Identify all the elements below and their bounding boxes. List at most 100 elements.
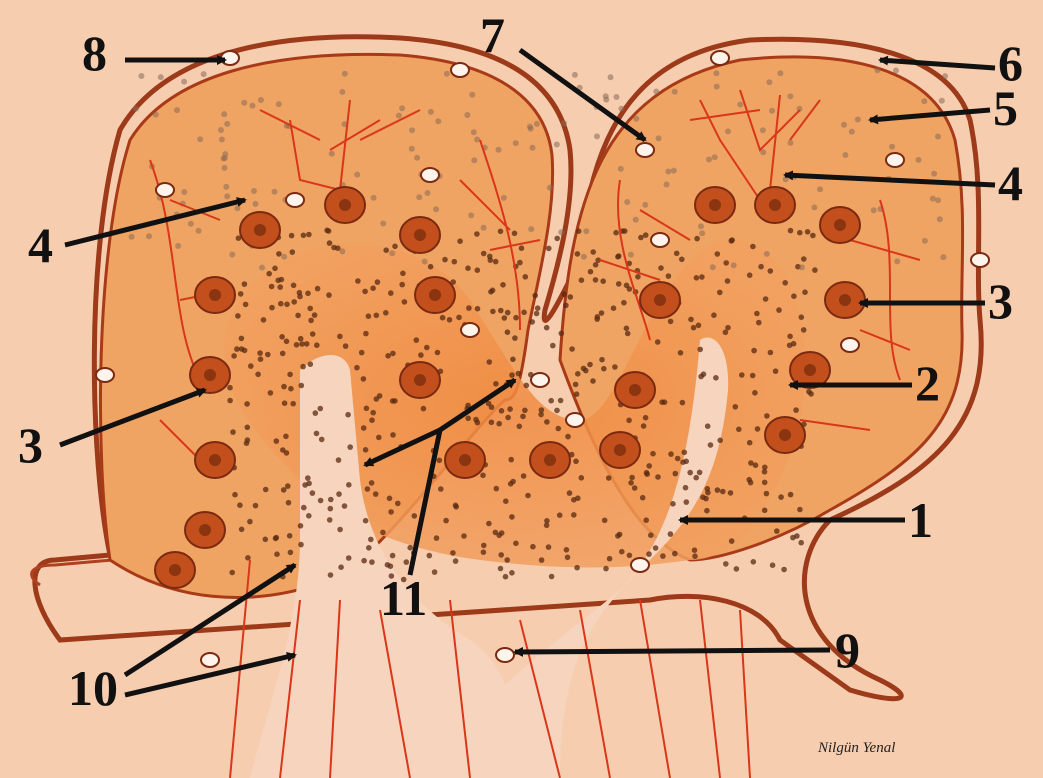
stellate-cell xyxy=(175,243,181,249)
stellate-cell xyxy=(422,259,428,265)
granule-cell xyxy=(318,406,324,412)
granule-cell xyxy=(698,374,704,380)
granule-cell xyxy=(231,353,237,359)
granule-cell xyxy=(593,277,599,283)
granule-cell xyxy=(756,320,762,326)
granule-cell xyxy=(692,553,698,559)
stellate-cell xyxy=(469,92,475,98)
stellate-cell xyxy=(942,73,948,79)
stellate-cell xyxy=(174,107,180,113)
granule-cell xyxy=(723,561,729,567)
label-7: 7 xyxy=(480,7,505,63)
granule-cell xyxy=(680,459,686,465)
stellate-cell xyxy=(633,116,639,122)
granule-cell xyxy=(493,259,499,265)
purkinje-nucleus xyxy=(654,294,666,306)
stellate-cell xyxy=(572,72,578,78)
granule-cell xyxy=(668,319,674,325)
granule-cell xyxy=(762,480,768,486)
stellate-cell xyxy=(712,154,718,160)
granule-cell xyxy=(244,401,250,407)
purkinje-nucleus xyxy=(779,429,791,441)
granule-cell xyxy=(268,390,274,396)
granule-cell xyxy=(287,372,293,378)
granule-cell xyxy=(390,398,396,404)
stellate-cell xyxy=(158,74,164,80)
stellate-cell xyxy=(731,262,737,268)
label-6: 6 xyxy=(998,35,1023,91)
granule-cell xyxy=(575,251,581,257)
granule-cell xyxy=(366,545,372,551)
granule-cell xyxy=(363,518,369,524)
granule-cell xyxy=(579,277,585,283)
stellate-cell xyxy=(940,254,946,260)
granule-cell xyxy=(453,503,459,509)
stellate-cell xyxy=(181,79,187,85)
granule-cell xyxy=(258,356,264,362)
granule-cell xyxy=(768,350,774,356)
granule-cell xyxy=(683,485,689,491)
granule-cell xyxy=(754,311,760,317)
granule-cell xyxy=(304,341,310,347)
granule-cell xyxy=(612,364,618,370)
granule-cell xyxy=(290,249,296,255)
stellate-cell xyxy=(188,221,194,227)
stellate-cell xyxy=(766,79,772,85)
granule-cell xyxy=(621,300,627,306)
granule-cell xyxy=(314,431,320,437)
granule-cell xyxy=(257,350,263,356)
granule-cell xyxy=(342,503,348,509)
granule-cell xyxy=(283,434,289,440)
vessel-section xyxy=(461,323,479,337)
stellate-cell xyxy=(561,120,567,126)
granule-cell xyxy=(539,557,545,563)
granule-cell xyxy=(421,406,427,412)
granule-cell xyxy=(632,485,638,491)
granule-cell xyxy=(590,378,596,384)
granule-cell xyxy=(338,564,344,570)
granule-cell xyxy=(388,509,394,515)
stellate-cell xyxy=(653,89,659,95)
granule-cell xyxy=(544,419,550,425)
granule-cell xyxy=(590,249,596,255)
granule-cell xyxy=(573,459,579,465)
stellate-cell xyxy=(665,169,671,175)
stellate-cell xyxy=(224,193,230,199)
granule-cell xyxy=(461,533,467,539)
granule-cell xyxy=(387,496,393,502)
stellate-cell xyxy=(241,100,247,106)
vessel-section xyxy=(156,183,174,197)
granule-cell xyxy=(733,404,739,410)
granule-cell xyxy=(556,426,562,432)
granule-cell xyxy=(530,544,536,550)
granule-cell xyxy=(510,357,516,363)
granule-cell xyxy=(751,559,757,565)
granule-cell xyxy=(599,310,605,316)
granule-cell xyxy=(390,432,396,438)
granule-cell xyxy=(810,233,816,239)
stellate-cell xyxy=(699,230,705,236)
granule-cell xyxy=(494,486,500,492)
granule-cell xyxy=(790,535,796,541)
stellate-cell xyxy=(935,134,941,140)
granule-cell xyxy=(365,486,371,492)
granule-cell xyxy=(434,535,440,541)
granule-cell xyxy=(253,503,259,509)
granule-cell xyxy=(232,492,238,498)
granule-cell xyxy=(248,363,254,369)
granule-cell xyxy=(507,406,513,412)
granule-cell xyxy=(643,415,649,421)
granule-cell xyxy=(261,317,267,323)
granule-cell xyxy=(346,482,352,488)
granule-cell xyxy=(481,549,487,555)
granule-cell xyxy=(576,228,582,234)
stellate-cell xyxy=(339,248,345,254)
granule-cell xyxy=(694,236,700,242)
stellate-cell xyxy=(855,117,861,123)
granule-cell xyxy=(319,437,325,443)
granule-cell xyxy=(567,490,573,496)
granule-cell xyxy=(672,551,678,557)
granule-cell xyxy=(363,331,369,337)
granule-cell xyxy=(466,305,472,311)
granule-cell xyxy=(678,350,684,356)
